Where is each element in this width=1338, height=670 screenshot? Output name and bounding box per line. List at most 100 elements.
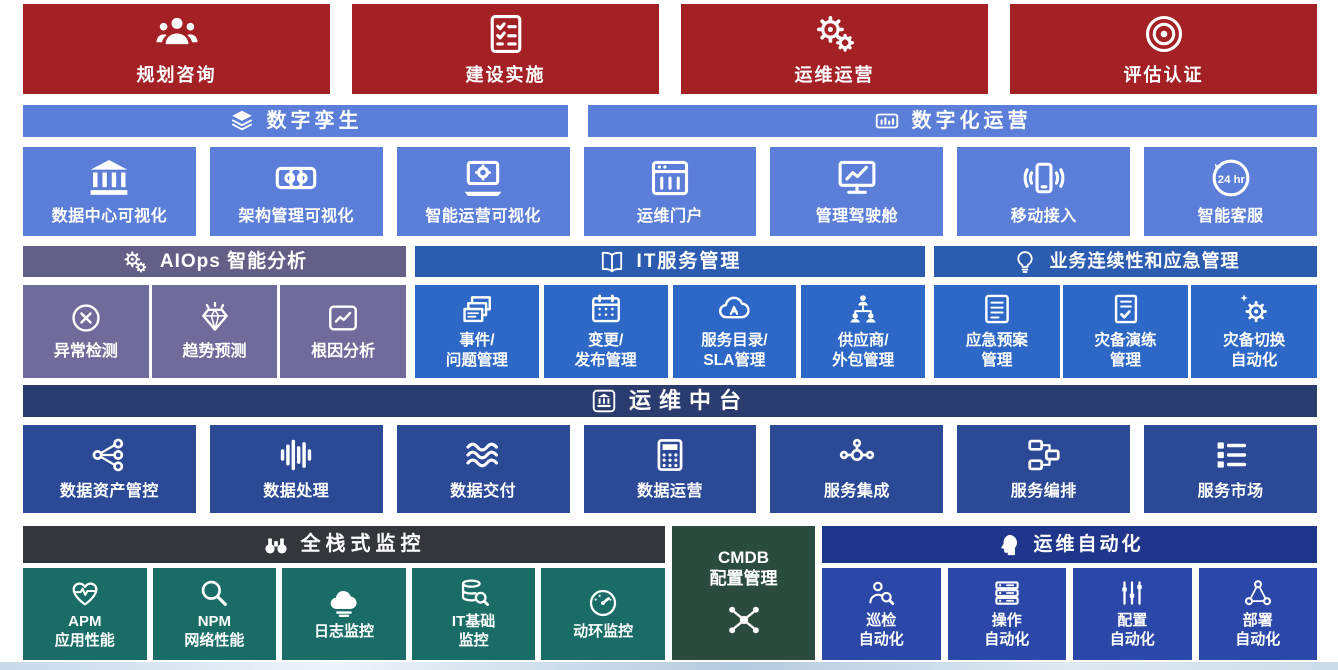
mon-label: APM 应用性能 bbox=[54, 613, 115, 650]
phase-label: 运维运营 bbox=[794, 64, 875, 85]
phase-label: 建设实施 bbox=[465, 64, 546, 85]
monitoring-title: 全栈式监控 bbox=[300, 533, 426, 556]
orchestration-icon bbox=[1023, 436, 1065, 474]
calculator-icon bbox=[649, 436, 691, 474]
target-icon bbox=[1140, 12, 1188, 56]
viz-block-mobile: 移动接入 bbox=[957, 147, 1131, 237]
digital-twin-title: 数字孪生 bbox=[266, 109, 363, 132]
mid-block-data-processing: 数据处理 bbox=[209, 425, 383, 514]
mid-block-data-delivery: 数据交付 bbox=[396, 425, 570, 514]
bulb-icon bbox=[1012, 249, 1038, 275]
stacked-cards-icon bbox=[459, 292, 495, 326]
auto-block-config: 配置 自动化 bbox=[1073, 568, 1192, 661]
heart-pulse-icon bbox=[68, 577, 102, 609]
gear-sparkle-icon bbox=[1236, 292, 1272, 326]
itsm-label: 事件/ 问题管理 bbox=[445, 332, 508, 369]
monitoring-header: 全栈式监控 bbox=[23, 526, 665, 564]
business-continuity-group: 应急预案 管理 灾备演练 管理 灾备切换 自动化 bbox=[934, 284, 1318, 378]
mid-label: 数据资产管控 bbox=[59, 483, 159, 501]
aiops-label: 异常检测 bbox=[53, 342, 118, 360]
org-people-icon bbox=[845, 292, 881, 326]
book-icon bbox=[599, 249, 625, 275]
bc-label: 灾备切换 自动化 bbox=[1223, 332, 1286, 369]
mid-block-data-asset: 数据资产管控 bbox=[23, 425, 196, 514]
itsm-group: 事件/ 问题管理 变更/ 发布管理 服务目录/ SLA管理 供应商/ 外包管理 bbox=[415, 284, 925, 378]
server-stack-icon bbox=[992, 578, 1022, 608]
itsm-block-incident: 事件/ 问题管理 bbox=[415, 284, 539, 378]
list-squares-icon bbox=[1210, 436, 1252, 474]
aiops-block-rootcause: 根因分析 bbox=[280, 284, 407, 378]
mon-block-log: 日志监控 bbox=[282, 568, 406, 661]
bc-label: 应急预案 管理 bbox=[965, 332, 1028, 369]
business-continuity-title: 业务连续性和应急管理 bbox=[1049, 251, 1240, 272]
aiops-group: 异常检测 趋势预测 根因分析 bbox=[23, 284, 407, 378]
head-gear-icon bbox=[995, 532, 1021, 558]
itsm-block-catalog: 服务目录/ SLA管理 bbox=[672, 284, 797, 378]
mobile-signal-icon bbox=[1021, 156, 1067, 200]
automation-title: 运维自动化 bbox=[1033, 533, 1144, 555]
error-circle-icon bbox=[68, 301, 104, 335]
viz-label: 智能运营可视化 bbox=[425, 208, 541, 226]
aiops-block-trend: 趋势预测 bbox=[151, 284, 278, 378]
gears-icon bbox=[811, 12, 859, 56]
laptop-gear-icon bbox=[460, 156, 506, 200]
auto-block-inspection: 巡检 自动化 bbox=[822, 568, 941, 661]
mid-label: 服务编排 bbox=[1010, 483, 1077, 501]
phase-label: 评估认证 bbox=[1123, 64, 1204, 85]
integration-nodes-icon bbox=[836, 436, 878, 474]
phase-label: 规划咨询 bbox=[136, 64, 217, 85]
mid-block-service-integration: 服务集成 bbox=[770, 425, 944, 514]
bottom-section: 全栈式监控 CMDB 配置管理 运维自动化 APM 应用性能 NPM 网络性能 … bbox=[23, 526, 1317, 661]
viz-label: 运维门户 bbox=[637, 208, 704, 226]
linked-cards-icon bbox=[273, 156, 319, 200]
aiops-title: AIOps 智能分析 bbox=[159, 250, 308, 272]
analysis-header-row: AIOps 智能分析 IT服务管理 业务连续性和应急管理 bbox=[23, 246, 1317, 277]
layers-icon bbox=[229, 108, 255, 134]
cmdb-block: CMDB 配置管理 bbox=[672, 526, 815, 661]
mid-label: 服务集成 bbox=[823, 483, 890, 501]
aiops-label: 趋势预测 bbox=[182, 342, 247, 360]
viz-label: 数据中心可视化 bbox=[51, 208, 168, 226]
viz-block-cockpit: 管理驾驶舱 bbox=[770, 147, 944, 237]
gauge-icon bbox=[586, 587, 620, 619]
middle-platform-header: 运维中台 bbox=[23, 384, 1317, 418]
phase-block-build: 建设实施 bbox=[352, 4, 659, 94]
browser-icon bbox=[647, 156, 693, 200]
itsm-title: IT服务管理 bbox=[636, 250, 742, 272]
person-magnifier-icon bbox=[866, 578, 896, 608]
bc-block-plan: 应急预案 管理 bbox=[934, 284, 1060, 378]
clock-24-icon: 24 hr bbox=[1208, 156, 1254, 200]
viz-block-architecture: 架构管理可视化 bbox=[209, 147, 383, 237]
network-star-icon bbox=[724, 601, 764, 639]
svg-text:24 hr: 24 hr bbox=[1217, 174, 1245, 186]
phase-block-planning: 规划咨询 bbox=[23, 4, 330, 94]
cloud-server-icon bbox=[327, 587, 361, 619]
gears-icon bbox=[122, 249, 148, 275]
auto-block-operation: 操作 自动化 bbox=[947, 568, 1066, 661]
phase-block-operate: 运维运营 bbox=[681, 4, 988, 94]
building-check-icon bbox=[1108, 292, 1144, 326]
auto-label: 巡检 自动化 bbox=[858, 612, 904, 649]
mon-label: 动环监控 bbox=[573, 622, 634, 640]
mon-label: NPM 网络性能 bbox=[184, 613, 245, 650]
mid-block-service-orchestration: 服务编排 bbox=[957, 425, 1131, 514]
bank-icon bbox=[86, 156, 132, 200]
binoculars-icon bbox=[263, 532, 289, 558]
digital-ops-title: 数字化运营 bbox=[911, 109, 1032, 132]
mon-label: IT基础 监控 bbox=[451, 613, 496, 650]
bc-block-drill: 灾备演练 管理 bbox=[1062, 284, 1189, 378]
bc-block-failover: 灾备切换 自动化 bbox=[1191, 284, 1318, 378]
itsm-block-change: 变更/ 发布管理 bbox=[543, 284, 668, 378]
mid-block-service-market: 服务市场 bbox=[1144, 425, 1318, 514]
viz-label: 智能客服 bbox=[1197, 208, 1264, 226]
cmdb-label: CMDB 配置管理 bbox=[709, 547, 778, 589]
waves-icon bbox=[462, 436, 504, 474]
mon-block-apm: APM 应用性能 bbox=[23, 568, 147, 661]
itsm-label: 供应商/ 外包管理 bbox=[832, 332, 895, 369]
middle-platform-title: 运维中台 bbox=[628, 388, 749, 414]
viz-block-intelligent-ops: 智能运营可视化 bbox=[396, 147, 570, 237]
waveform-icon bbox=[275, 436, 317, 474]
auto-label: 操作 自动化 bbox=[984, 612, 1030, 649]
aiops-block-anomaly: 异常检测 bbox=[23, 284, 149, 378]
share-nodes-icon bbox=[88, 436, 130, 474]
